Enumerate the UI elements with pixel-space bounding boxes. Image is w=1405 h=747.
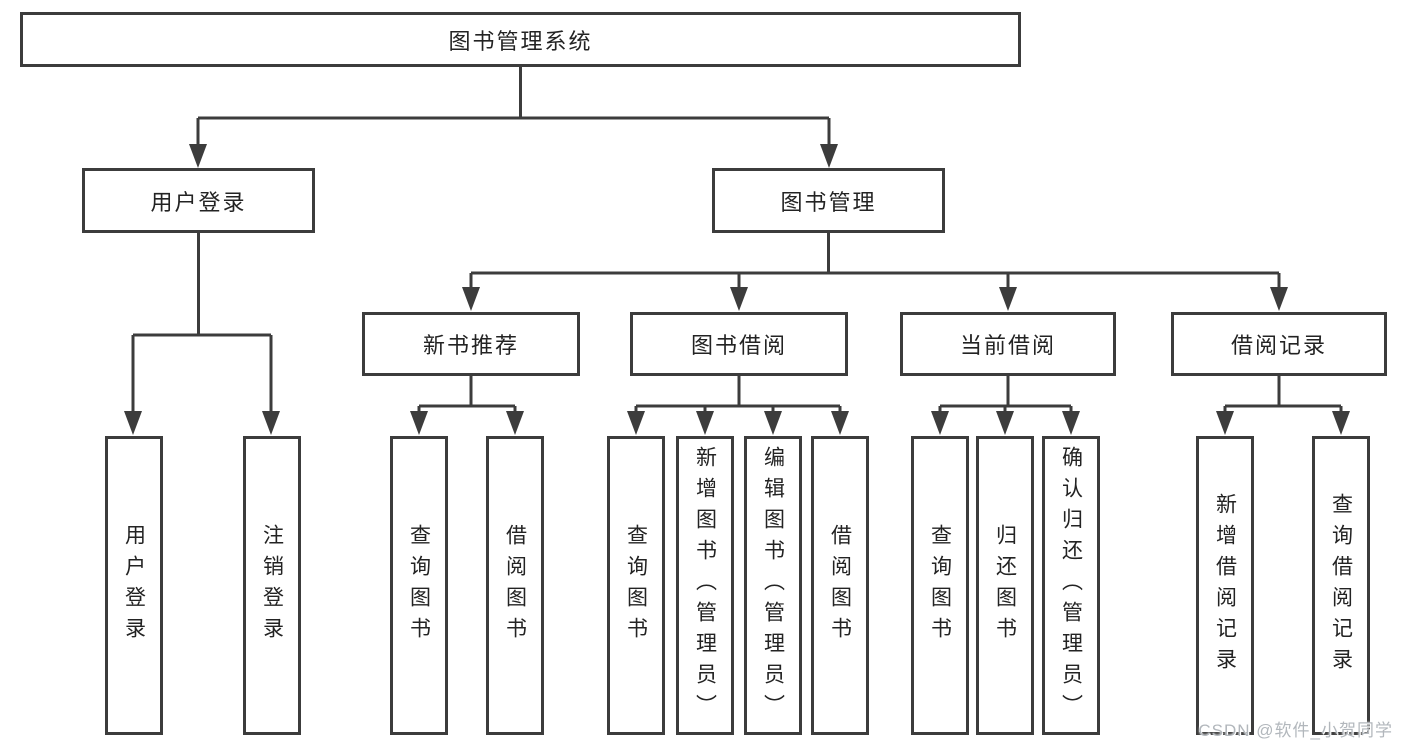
node-query-borrow-record: 查询借阅记录 (1312, 436, 1370, 735)
node-query-books-borrow: 查询图书 (607, 436, 665, 735)
csdn-watermark: CSDN @软件_小贺同学 (1198, 721, 1393, 740)
node-new-book-recommend: 新书推荐 (362, 312, 580, 376)
node-add-borrow-record: 新增借阅记录 (1196, 436, 1254, 735)
node-label: 查询图书 (928, 523, 952, 648)
node-label: 图书管理 (780, 189, 877, 215)
node-label: 确认归还（管理员） (1059, 446, 1083, 725)
arrowheads (124, 144, 1350, 435)
node-root: 图书管理系统 (20, 12, 1021, 67)
node-book-management: 图书管理 (712, 168, 945, 233)
node-label: 借阅图书 (503, 523, 527, 648)
node-root-label: 图书管理系统 (448, 28, 593, 54)
node-label: 借阅图书 (828, 523, 852, 648)
node-current-borrow: 当前借阅 (900, 312, 1116, 376)
node-borrow-books-leaf: 借阅图书 (811, 436, 869, 735)
node-logout-leaf: 注销登录 (243, 436, 301, 735)
node-add-book-admin: 新增图书（管理员） (676, 436, 734, 735)
node-label: 图书借阅 (690, 333, 787, 358)
node-label: 用户登录 (150, 189, 247, 215)
node-user-login: 用户登录 (82, 168, 315, 233)
node-label: 借阅记录 (1230, 333, 1327, 358)
node-label: 新增图书（管理员） (693, 446, 717, 725)
node-label: 新书推荐 (422, 333, 519, 358)
node-edit-book-admin: 编辑图书（管理员） (744, 436, 802, 735)
node-label: 用户登录 (122, 523, 146, 648)
node-book-borrow: 图书借阅 (630, 312, 848, 376)
node-label: 注销登录 (260, 523, 284, 648)
node-label: 查询图书 (407, 523, 431, 648)
node-user-login-leaf: 用户登录 (105, 436, 163, 735)
node-label: 查询图书 (624, 523, 648, 648)
node-label: 当前借阅 (959, 333, 1056, 358)
node-label: 归还图书 (993, 523, 1017, 648)
node-label: 查询借阅记录 (1329, 492, 1353, 679)
node-label: 新增借阅记录 (1213, 492, 1237, 679)
node-borrow-books-recommend: 借阅图书 (486, 436, 544, 735)
node-label: 编辑图书（管理员） (761, 446, 785, 725)
node-return-book: 归还图书 (976, 436, 1034, 735)
node-query-books-current: 查询图书 (911, 436, 969, 735)
node-query-books-recommend: 查询图书 (390, 436, 448, 735)
node-confirm-return-admin: 确认归还（管理员） (1042, 436, 1100, 735)
node-borrow-records: 借阅记录 (1171, 312, 1387, 376)
